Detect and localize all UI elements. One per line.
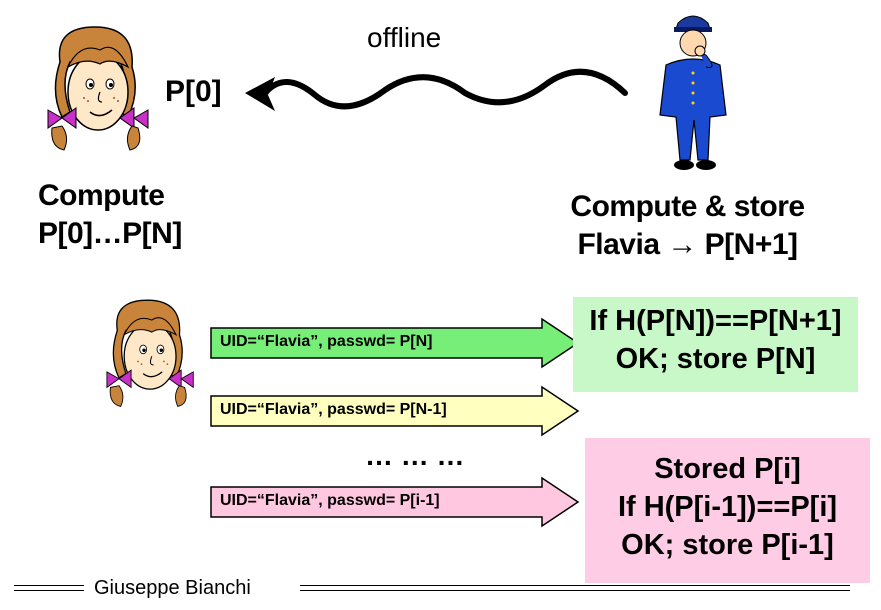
policeman-icon <box>659 15 727 170</box>
login-arrow-text: UID=“Flavia”, passwd= P[N] <box>220 333 433 350</box>
login-arrow-n: UID=“Flavia”, passwd= P[N] <box>210 317 580 369</box>
user-label-line1: Compute <box>38 179 165 212</box>
offline-wavy-arrow <box>245 68 628 111</box>
check-box-green: If H(P[N])==P[N+1] OK; store P[N] <box>573 297 858 392</box>
offline-label: offline <box>367 22 442 53</box>
check-pink-line1: Stored P[i] <box>654 453 801 485</box>
login-arrow-n-1: UID=“Flavia”, passwd= P[N-1] <box>210 385 580 437</box>
check-green-line1: If H(P[N])==P[N+1] <box>589 305 842 337</box>
server-label-line1: Compute & store <box>570 190 805 223</box>
girl-icon <box>47 26 149 151</box>
server-compute-label: Compute & store Flavia → P[N+1] <box>545 188 830 264</box>
ellipsis: … … … <box>365 440 465 471</box>
check-pink-line2: If H(P[i-1])==P[i] <box>617 491 838 523</box>
footer-author: Giuseppe Bianchi <box>94 577 251 599</box>
login-arrow-text: UID=“Flavia”, passwd= P[i-1] <box>220 492 440 509</box>
check-box-pink: Stored P[i] If H(P[i-1])==P[i] OK; store… <box>585 438 870 583</box>
user-label-line2: P[0]…P[N] <box>38 217 182 250</box>
login-arrow-i-1: UID=“Flavia”, passwd= P[i-1] <box>210 476 580 528</box>
server-label-line2: Flavia → P[N+1] <box>577 228 798 261</box>
p0-label: P[0] <box>165 75 222 108</box>
footer-rule-left <box>14 585 84 591</box>
login-arrow-text: UID=“Flavia”, passwd= P[N-1] <box>220 401 447 418</box>
check-green-line2: OK; store P[N] <box>615 343 816 375</box>
girl-icon <box>106 299 194 407</box>
check-pink-line3: OK; store P[i-1] <box>621 529 834 561</box>
user-compute-label: Compute P[0]…P[N] <box>38 177 182 253</box>
footer-rule-right <box>300 585 850 591</box>
